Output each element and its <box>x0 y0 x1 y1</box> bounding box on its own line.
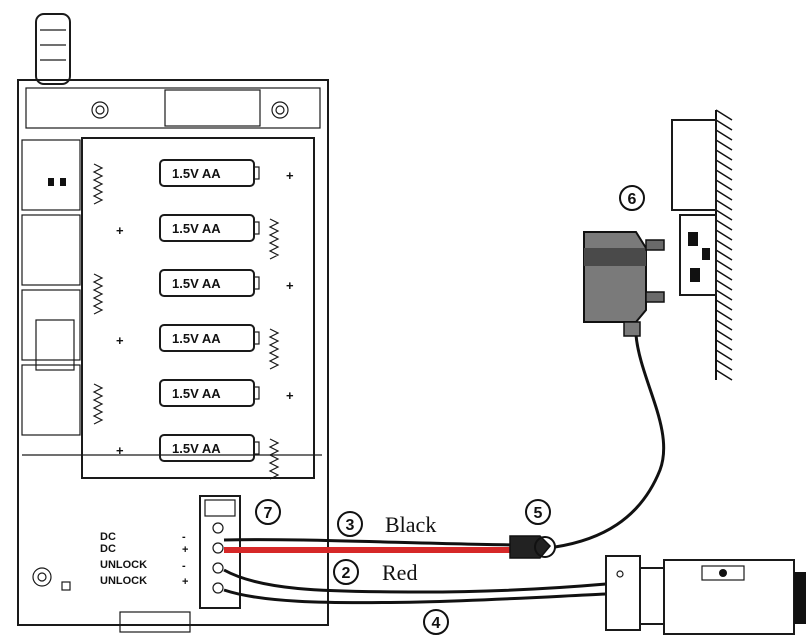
antenna <box>35 13 71 85</box>
wire-label-black: Black <box>385 512 436 537</box>
battery-1: 1.5V AA + <box>92 159 294 205</box>
svg-text:6: 6 <box>628 191 637 208</box>
wall-hatch-line <box>715 309 733 321</box>
wall-hatch-line <box>715 159 733 171</box>
callout-5: 5 <box>525 499 551 525</box>
battery-label: 1.5V AA <box>172 441 221 456</box>
polarity-plus-marker: + <box>116 223 124 238</box>
battery-spring <box>92 163 104 205</box>
terminal-sign-2: + <box>182 544 188 556</box>
battery-spring <box>92 383 104 425</box>
polarity-plus-marker: + <box>286 278 294 293</box>
wall-hatch-line <box>715 199 733 211</box>
callout-4: 4 <box>423 609 449 635</box>
terminal-sign-3: - <box>182 560 186 572</box>
battery-compartment: 1.5V AA +1.5V AA +1.5V AA +1.5V AA +1.5V AA +… <box>81 137 315 480</box>
polarity-plus-marker: + <box>116 333 124 348</box>
wall-hatch-line <box>715 109 733 121</box>
terminal-label-unlock-1: UNLOCK <box>100 559 147 571</box>
svg-text:2: 2 <box>342 565 351 582</box>
wall-hatch-line <box>715 229 733 241</box>
wall-hatch-line <box>715 209 733 221</box>
wall-hatch-line <box>715 189 733 201</box>
adapter-cable <box>554 334 666 549</box>
svg-text:3: 3 <box>346 517 355 534</box>
wall-hatch-line <box>715 359 733 371</box>
svg-text:4: 4 <box>432 615 441 632</box>
black-wire <box>223 538 521 547</box>
adapter-body <box>583 231 647 323</box>
lock-wires <box>223 568 607 605</box>
battery-spring <box>92 273 104 315</box>
wall-hatch-line <box>715 219 733 231</box>
wall-hatch-line <box>715 319 733 331</box>
wall-hatch-line <box>715 119 733 131</box>
wall-hatch-line <box>715 179 733 191</box>
terminal-label-dc-1: DC <box>100 531 116 543</box>
battery-4: 1.5V AA + <box>116 324 280 370</box>
terminal-sign-4: + <box>182 576 188 588</box>
wall-hatch-line <box>715 129 733 141</box>
wall-socket <box>671 109 733 381</box>
wall-hatch-line <box>715 279 733 291</box>
battery-2: 1.5V AA + <box>116 214 280 260</box>
polarity-plus-marker: + <box>116 443 124 458</box>
wall-hatch-line <box>715 139 733 151</box>
callout-3: 3 <box>337 511 363 537</box>
electric-lock <box>605 555 806 635</box>
adapter-band <box>584 248 646 266</box>
battery-label: 1.5V AA <box>172 386 221 401</box>
callout-2: 2 <box>333 559 359 585</box>
svg-text:5: 5 <box>534 505 543 522</box>
wall-hatch-line <box>715 369 733 381</box>
battery-spring <box>268 328 280 370</box>
terminal-label-dc-2: DC <box>100 543 116 555</box>
battery-label: 1.5V AA <box>172 221 221 236</box>
power-wires <box>223 538 521 554</box>
polarity-plus-marker: + <box>286 168 294 183</box>
wall-hatch-line <box>715 289 733 301</box>
callout-6: 6 <box>619 185 645 211</box>
terminal-label-unlock-2: UNLOCK <box>100 575 147 587</box>
dc-jack <box>509 334 666 559</box>
battery-label: 1.5V AA <box>172 276 221 291</box>
wire-label-red: Red <box>382 560 417 585</box>
wall-hatch-line <box>715 329 733 341</box>
battery-spring <box>268 438 280 480</box>
wall-hatch-line <box>715 149 733 161</box>
callout-7: 7 <box>255 499 281 525</box>
wall-hatch-line <box>715 169 733 181</box>
battery-3: 1.5V AA + <box>92 269 294 315</box>
wall-hatch-line <box>715 349 733 361</box>
terminal-sign-1: - <box>182 531 186 543</box>
polarity-plus-marker: + <box>286 388 294 403</box>
battery-label: 1.5V AA <box>172 166 221 181</box>
wall-hatch-line <box>715 299 733 311</box>
wall-hatch-line <box>715 249 733 261</box>
power-adapter <box>583 231 665 337</box>
wall-hatch-line <box>715 269 733 281</box>
wall-hatch-line <box>715 259 733 271</box>
battery-5: 1.5V AA + <box>92 379 294 425</box>
wall-hatch-line <box>715 339 733 351</box>
battery-label: 1.5V AA <box>172 331 221 346</box>
battery-spring <box>268 218 280 260</box>
wall-hatch-line <box>715 239 733 251</box>
terminal-labels: DC DC UNLOCK UNLOCK - + - + <box>100 531 188 588</box>
control-box-housing <box>17 79 329 633</box>
svg-text:7: 7 <box>264 505 273 522</box>
battery-6: 1.5V AA + <box>116 434 280 480</box>
